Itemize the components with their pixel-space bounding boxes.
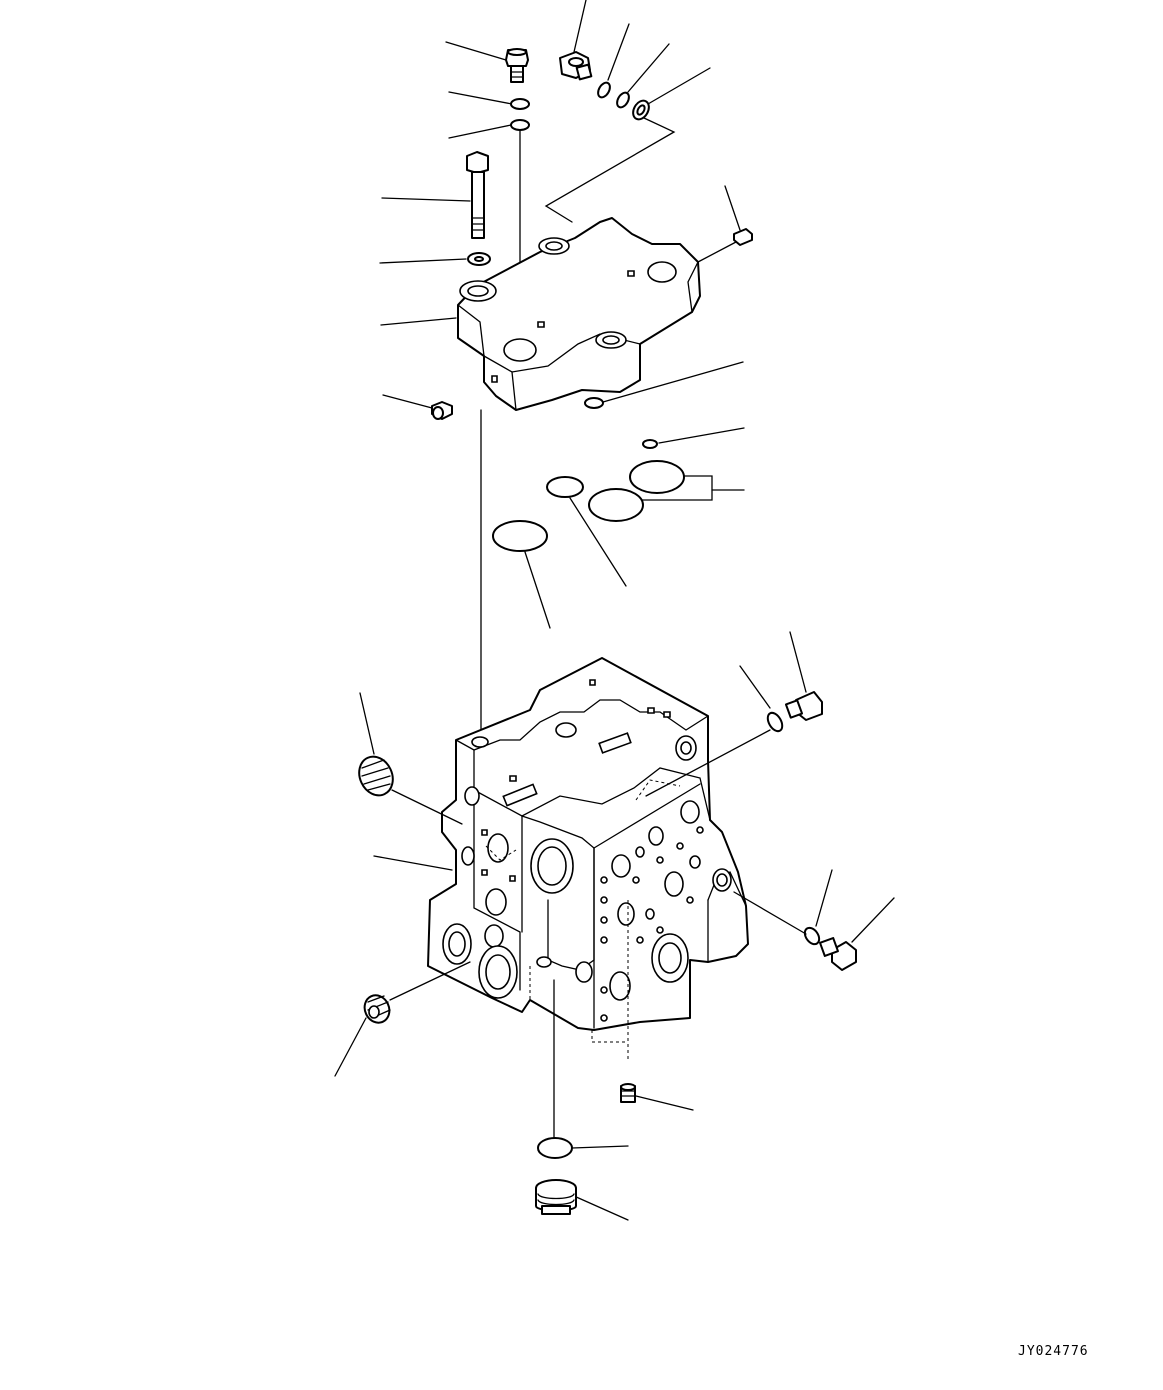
large-plug-bottom: [536, 1180, 628, 1220]
o-ring-pair: [589, 461, 744, 521]
top-o-ring-medium: [449, 120, 529, 138]
cover-plate: [381, 218, 736, 410]
o-ring-under-cover: [585, 362, 743, 408]
long-bolt: [382, 152, 488, 238]
washer-mid: [380, 253, 490, 265]
top-o-ring-small: [449, 92, 529, 109]
small-plug-left-cover: [383, 395, 452, 419]
assembly-centerline-top-right: [546, 118, 674, 222]
small-threaded-plug-bottom: [621, 1084, 693, 1110]
o-ring-large-mid: [493, 521, 550, 628]
o-ring-bottom: [538, 1138, 628, 1158]
drawing-id-code: JY024776: [1018, 1344, 1089, 1359]
threaded-plug-left-upper: [353, 693, 462, 824]
valve-body: [374, 658, 748, 1060]
top-o-ring-1: [596, 24, 629, 99]
small-plug-right-upper: [725, 186, 752, 245]
o-ring-tiny: [643, 428, 744, 448]
o-ring-medium-mid: [547, 477, 626, 586]
hex-plug-right-lower: [734, 870, 894, 970]
top-hex-plug: [560, 0, 591, 79]
top-o-ring-2: [615, 44, 669, 109]
top-flange-bolt: [446, 42, 528, 82]
top-washer: [630, 68, 710, 122]
hex-plug-right-upper: [646, 632, 822, 796]
threaded-plug-left-lower: [335, 962, 470, 1076]
